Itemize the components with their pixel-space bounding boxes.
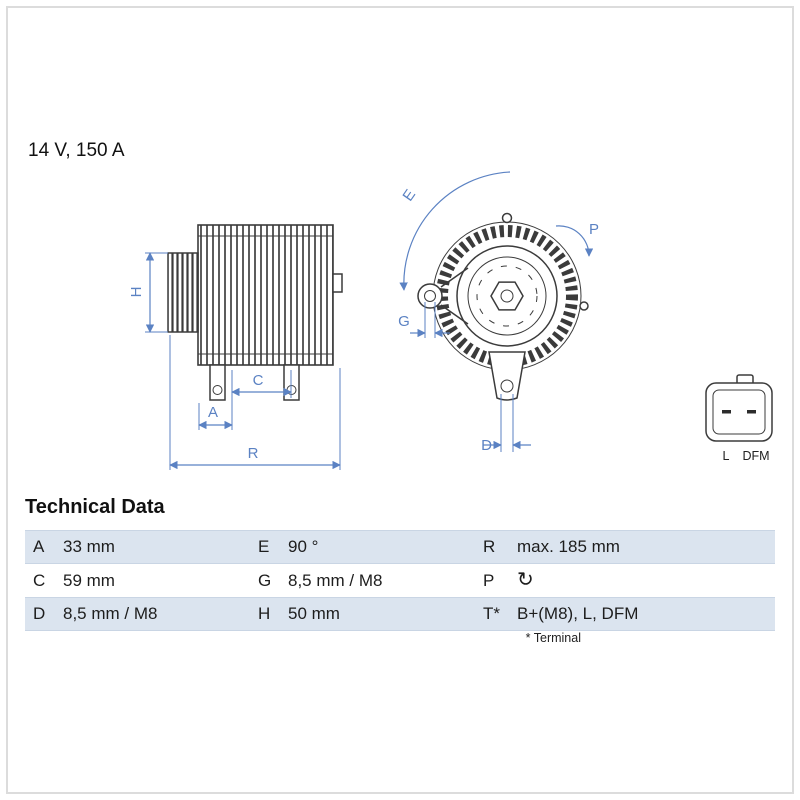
dimension-D: D [481, 394, 531, 454]
connector-pin-right [747, 410, 756, 414]
dim-value: B+(M8), L, DFM [509, 597, 775, 631]
dim-key: D [25, 597, 55, 631]
technical-drawing: H A C R [128, 171, 773, 470]
dim-label-D: D [481, 437, 492, 454]
clockwise-rotation-icon: ↻ [517, 569, 534, 591]
dimension-R: R [169, 335, 341, 470]
technical-data-heading: Technical Data [25, 496, 165, 518]
dim-key: R [475, 530, 509, 564]
connector-housing [705, 382, 773, 442]
fan-ring [436, 225, 578, 367]
mounting-lug-left [417, 283, 443, 309]
dim-label-E: E [399, 186, 419, 204]
dim-key: H [250, 597, 280, 631]
dim-key: C [25, 563, 55, 598]
pulley [167, 252, 199, 333]
product-spec-title: 14 V, 150 A [28, 140, 125, 161]
dimension-C: C [231, 370, 292, 398]
connector-pin-left [722, 410, 731, 414]
shaft-nut [490, 281, 524, 311]
dim-label-A: A [208, 404, 218, 421]
dim-label-C: C [253, 372, 264, 389]
dim-value: 50 mm [280, 597, 475, 631]
dimension-A: A [198, 370, 233, 430]
dim-value: 90 ° [280, 530, 475, 564]
connector-plug: L DFM [705, 374, 773, 463]
dim-key: A [25, 530, 55, 564]
alternator-body [197, 224, 334, 366]
dimension-G: G [398, 302, 450, 338]
table-row-1: A 33 mm E 90 ° R max. 185 mm [25, 530, 775, 564]
dim-value: 8,5 mm / M8 [280, 563, 475, 598]
dim-label-H: H [128, 287, 145, 298]
dim-label-R: R [248, 445, 259, 462]
dim-value: 33 mm [55, 530, 250, 564]
dimension-H: H [128, 252, 168, 333]
dim-value: max. 185 mm [509, 530, 775, 564]
connector-pin-left-label: L [723, 449, 730, 463]
mounting-foot-left [209, 364, 226, 401]
dim-label-G: G [398, 313, 410, 330]
table-row-3: D 8,5 mm / M8 H 50 mm T* B+(M8), L, DFM [25, 597, 775, 631]
technical-data-table: A 33 mm E 90 ° R max. 185 mm C 59 mm G 8… [25, 530, 775, 631]
dim-label-P: P [589, 221, 599, 238]
dim-value: 59 mm [55, 563, 250, 598]
dim-key: E [250, 530, 280, 564]
dim-key: G [250, 563, 280, 598]
dim-key: T* [475, 597, 509, 631]
table-row-2: C 59 mm G 8,5 mm / M8 P ↻ [25, 563, 775, 598]
mounting-lug-bottom [488, 351, 526, 401]
alternator-side-view [167, 224, 343, 401]
dim-value: 8,5 mm / M8 [55, 597, 250, 631]
dimension-P: P [555, 221, 599, 257]
alternator-front-view [417, 212, 589, 401]
terminal-footnote: * Terminal [525, 631, 581, 645]
connector-pin-right-label: DFM [742, 449, 769, 463]
dim-key: P [475, 563, 509, 598]
terminal-stub [332, 273, 343, 293]
